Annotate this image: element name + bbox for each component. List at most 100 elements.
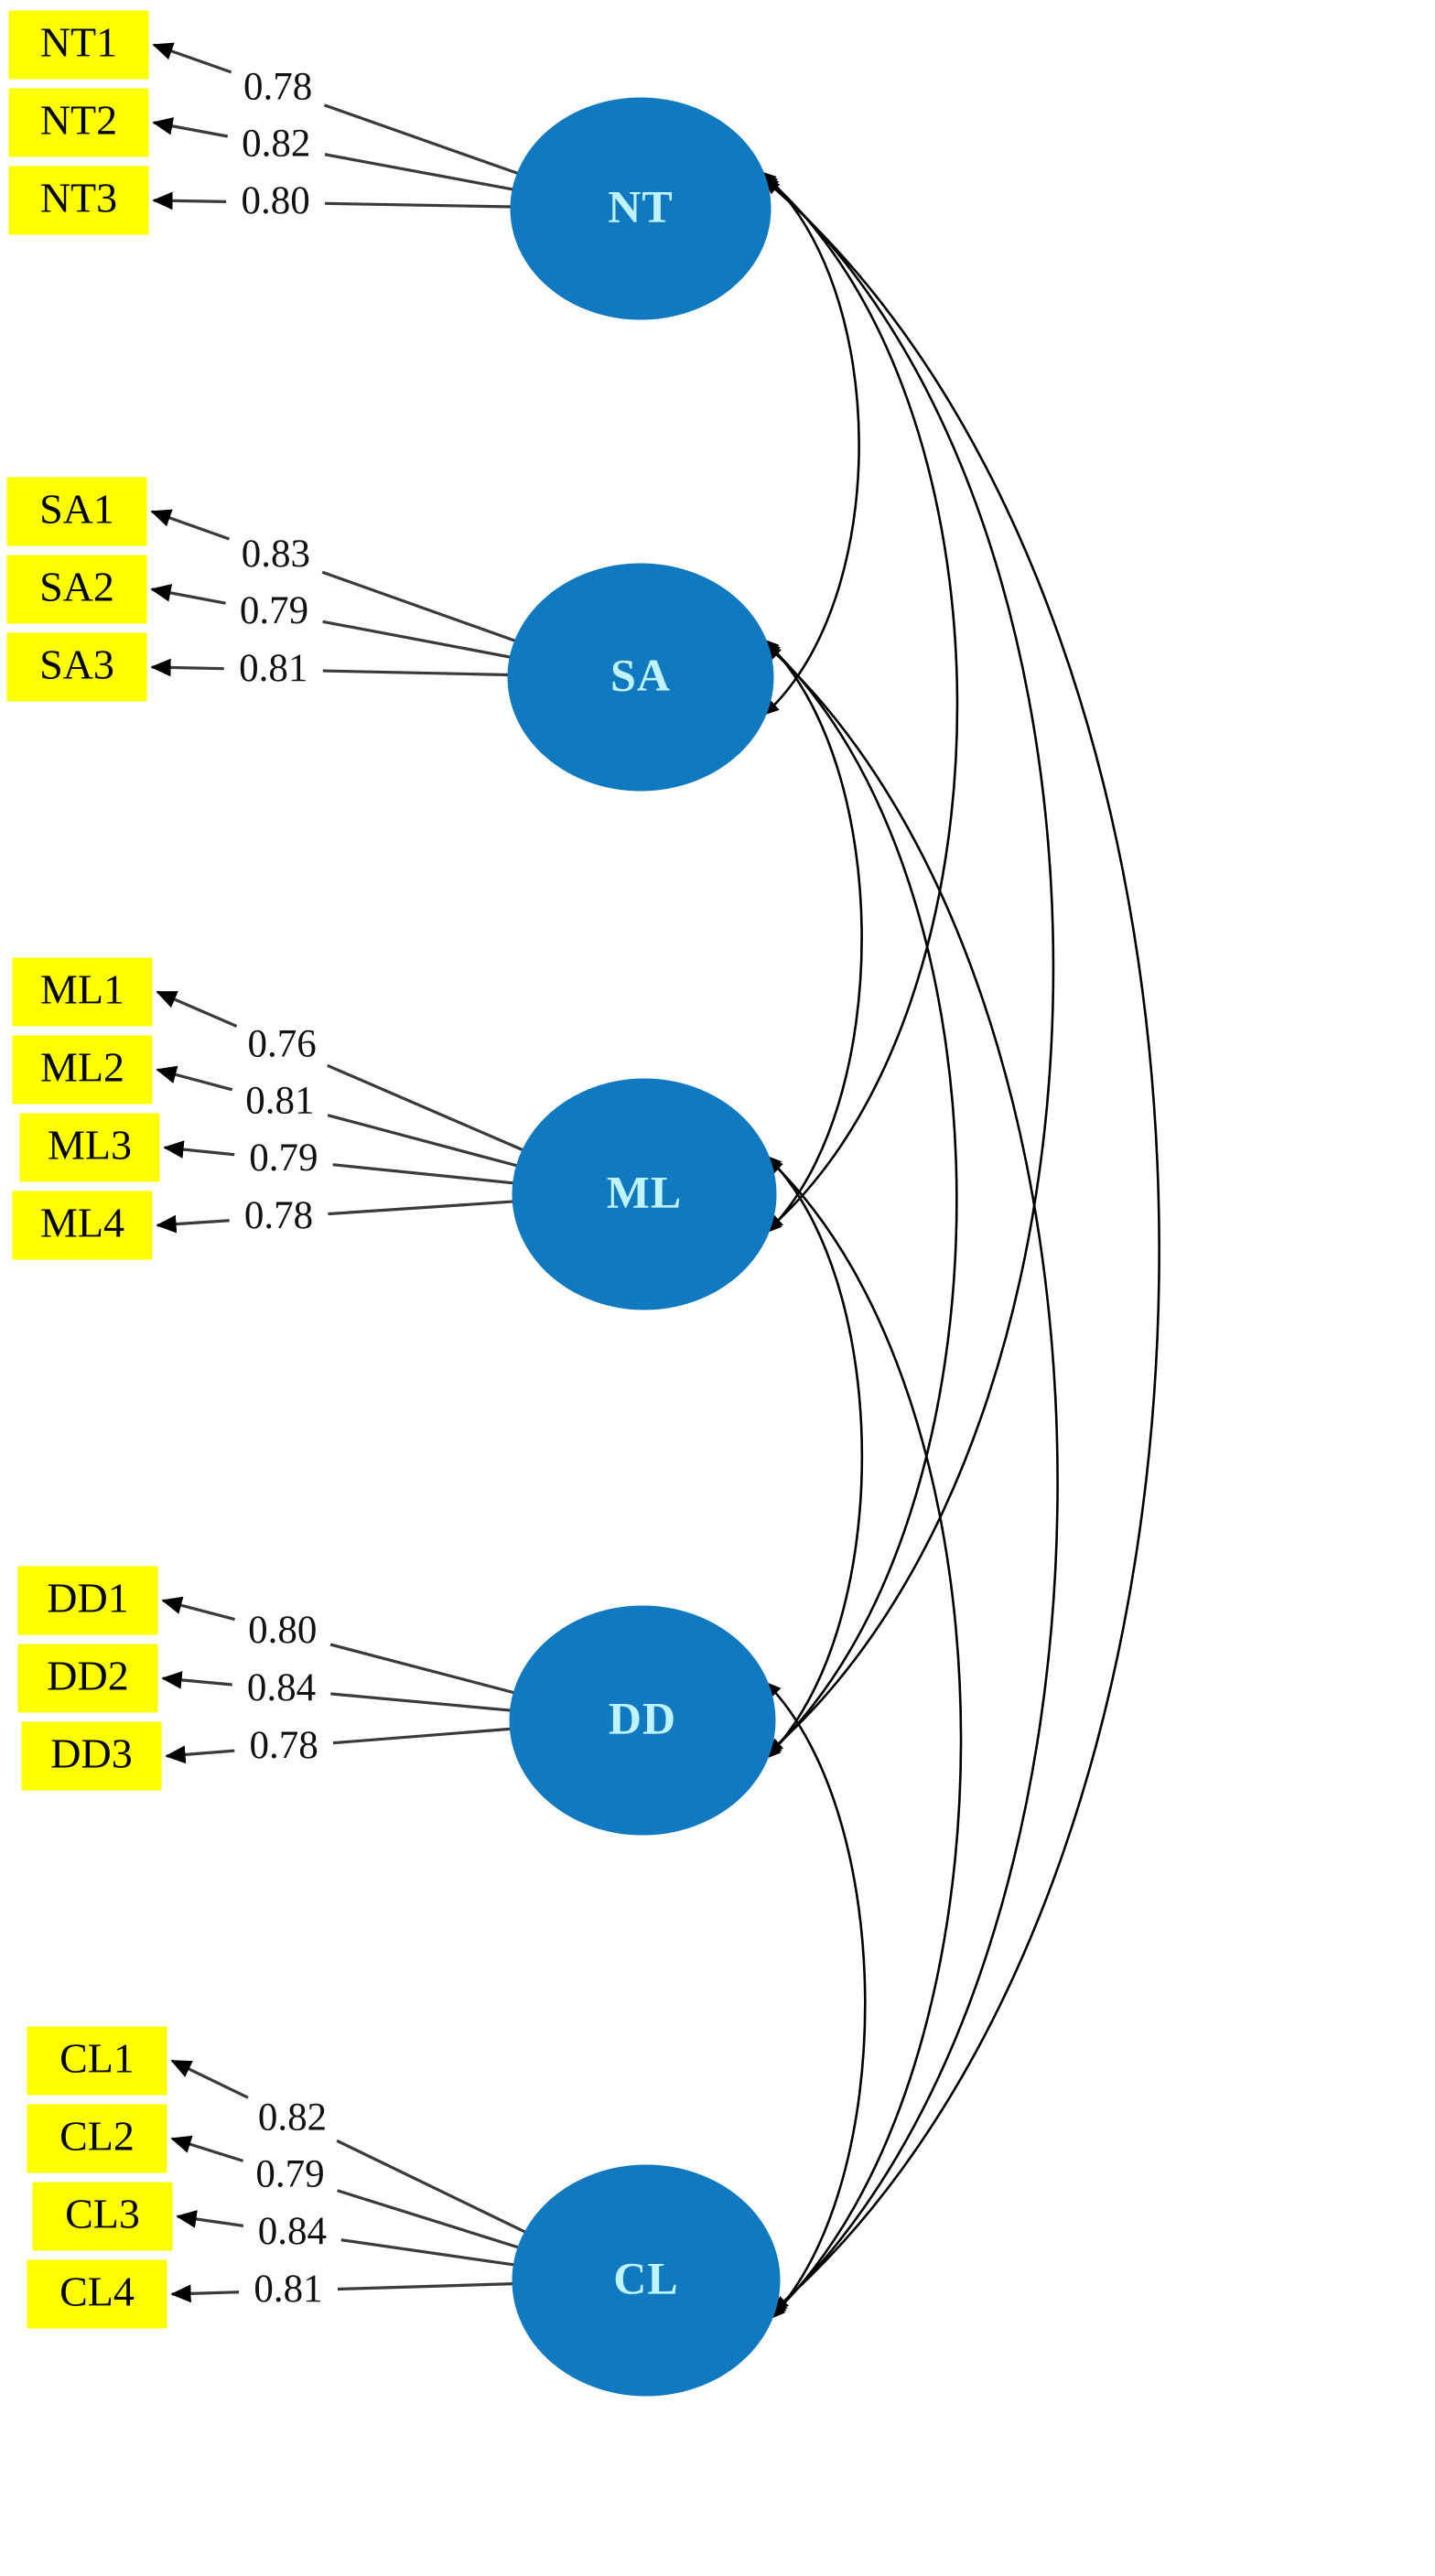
loading-edge-tail-sa1 bbox=[321, 570, 517, 643]
indicator-box[interactable] bbox=[32, 2182, 173, 2251]
loading-edge-tail-dd1 bbox=[329, 1643, 516, 1695]
latent-factor-nt[interactable]: NT bbox=[510, 97, 771, 320]
latent-factor-dd[interactable]: DD bbox=[509, 1605, 776, 1836]
correlation-arc-cl-dd bbox=[765, 1682, 867, 2320]
indicator-label: DD3 bbox=[50, 1730, 132, 1777]
factor-ellipse[interactable] bbox=[509, 1605, 776, 1836]
indicator-dd1[interactable]: DD1 bbox=[17, 1566, 158, 1635]
factor-ellipse[interactable] bbox=[512, 2164, 781, 2397]
indicator-ml3[interactable]: ML3 bbox=[19, 1113, 160, 1182]
factor-label: SA bbox=[610, 649, 671, 700]
latent-factor-sa[interactable]: SA bbox=[507, 563, 774, 792]
indicator-box[interactable] bbox=[8, 166, 149, 235]
indicator-box[interactable] bbox=[21, 1721, 162, 1791]
indicator-box[interactable] bbox=[17, 1644, 158, 1713]
indicator-label: CL4 bbox=[59, 2269, 135, 2315]
loading-value-cl1: 0.82 bbox=[258, 2096, 327, 2139]
indicator-sa1[interactable]: SA1 bbox=[6, 477, 147, 546]
indicator-label: DD1 bbox=[47, 1575, 128, 1622]
indicator-dd2[interactable]: DD2 bbox=[17, 1644, 158, 1713]
loading-edge-cl2 bbox=[170, 2135, 244, 2162]
correlation-arc-dd-nt bbox=[762, 177, 1055, 1754]
indicator-box[interactable] bbox=[12, 957, 153, 1027]
loading-value-dd2: 0.84 bbox=[247, 1666, 316, 1709]
factor-loading-edges-group bbox=[150, 42, 527, 2303]
loading-value-cl2: 0.79 bbox=[255, 2152, 324, 2195]
factor-label: DD bbox=[609, 1692, 676, 1743]
loading-edge-tail-ml3 bbox=[332, 1163, 515, 1185]
loading-edge-tail-cl2 bbox=[337, 2189, 521, 2249]
loading-edge-nt2 bbox=[152, 117, 229, 138]
loading-value-dd1: 0.80 bbox=[248, 1609, 317, 1652]
correlation-arc-dd-ml bbox=[765, 1155, 864, 1759]
loading-edge-tail-cl1 bbox=[336, 2139, 527, 2235]
indicator-cl3[interactable]: CL3 bbox=[32, 2182, 173, 2251]
correlation-arc-cl-nt bbox=[763, 178, 1160, 2312]
loading-edge-tail-ml2 bbox=[327, 1114, 519, 1168]
indicator-nt1[interactable]: NT1 bbox=[8, 10, 149, 80]
loading-edge-sa2 bbox=[150, 584, 226, 605]
loading-edge-ml1 bbox=[156, 990, 238, 1028]
loading-edge-dd3 bbox=[165, 1745, 235, 1764]
latent-factor-ml[interactable]: ML bbox=[512, 1078, 777, 1310]
indicator-box[interactable] bbox=[27, 2104, 167, 2173]
correlation-arcs-group bbox=[761, 171, 1160, 2320]
indicator-boxes-group: NT1NT2NT3SA1SA2SA3ML1ML2ML3ML4DD1DD2DD3C… bbox=[6, 10, 173, 2329]
loading-edge-cl1 bbox=[170, 2059, 249, 2099]
indicator-cl2[interactable]: CL2 bbox=[27, 2104, 167, 2173]
indicator-box[interactable] bbox=[12, 1191, 153, 1260]
loading-edge-sa3 bbox=[150, 658, 224, 677]
indicator-nt3[interactable]: NT3 bbox=[8, 166, 149, 235]
indicator-cl4[interactable]: CL4 bbox=[27, 2259, 167, 2329]
correlation-arc-sa-nt bbox=[761, 171, 860, 716]
loading-value-cl3: 0.84 bbox=[258, 2210, 327, 2253]
indicator-box[interactable] bbox=[6, 632, 147, 702]
indicator-box[interactable] bbox=[8, 10, 149, 80]
indicator-cl1[interactable]: CL1 bbox=[27, 2026, 167, 2096]
indicator-box[interactable] bbox=[27, 2259, 167, 2329]
loading-edge-tail-ml1 bbox=[327, 1063, 524, 1152]
indicator-dd3[interactable]: DD3 bbox=[21, 1721, 162, 1791]
indicator-label: SA2 bbox=[39, 564, 114, 610]
indicator-sa2[interactable]: SA2 bbox=[6, 555, 147, 624]
latent-factor-nodes-group: NT SA ML DD CL bbox=[507, 97, 781, 2397]
indicator-label: NT3 bbox=[40, 175, 117, 221]
loading-edge-ml3 bbox=[163, 1140, 235, 1159]
factor-ellipse[interactable] bbox=[510, 97, 771, 320]
factor-ellipse[interactable] bbox=[512, 1078, 777, 1310]
indicator-box[interactable] bbox=[27, 2026, 167, 2096]
loading-edge-tail-dd2 bbox=[330, 1692, 512, 1712]
loading-value-sa2: 0.79 bbox=[240, 589, 308, 632]
correlation-arc-ml-sa bbox=[763, 639, 863, 1234]
factor-label: ML bbox=[607, 1166, 683, 1217]
factor-ellipse[interactable] bbox=[507, 563, 774, 792]
loading-value-ml3: 0.79 bbox=[249, 1137, 318, 1180]
loading-edge-tail-dd3 bbox=[332, 1727, 512, 1745]
loading-value-nt2: 0.82 bbox=[242, 123, 310, 166]
indicator-label: CL3 bbox=[65, 2191, 140, 2237]
indicator-box[interactable] bbox=[17, 1566, 158, 1635]
factor-label: NT bbox=[608, 180, 673, 232]
indicator-box[interactable] bbox=[8, 88, 149, 157]
loading-edge-tail-cl4 bbox=[337, 2282, 514, 2291]
indicator-label: ML4 bbox=[40, 1200, 124, 1246]
indicator-box[interactable] bbox=[12, 1035, 153, 1105]
indicator-box[interactable] bbox=[6, 477, 147, 546]
indicator-label: CL2 bbox=[59, 2113, 135, 2160]
latent-factor-cl[interactable]: CL bbox=[512, 2164, 781, 2397]
loading-edge-tail-cl3 bbox=[340, 2238, 516, 2267]
indicator-ml1[interactable]: ML1 bbox=[12, 957, 153, 1027]
indicator-label: ML2 bbox=[40, 1044, 124, 1091]
indicator-ml4[interactable]: ML4 bbox=[12, 1191, 153, 1260]
indicator-sa3[interactable]: SA3 bbox=[6, 632, 147, 702]
loading-value-sa1: 0.83 bbox=[242, 533, 310, 576]
loading-edge-tail-sa3 bbox=[322, 669, 510, 677]
indicator-box[interactable] bbox=[19, 1113, 160, 1182]
loading-edge-tail-ml4 bbox=[328, 1200, 514, 1216]
indicator-box[interactable] bbox=[6, 555, 147, 624]
loading-edge-tail-nt2 bbox=[324, 153, 514, 191]
correlation-arc-dd-sa bbox=[764, 641, 958, 1756]
indicator-ml2[interactable]: ML2 bbox=[12, 1035, 153, 1105]
indicator-nt2[interactable]: NT2 bbox=[8, 88, 149, 157]
indicator-label: SA3 bbox=[39, 641, 114, 688]
